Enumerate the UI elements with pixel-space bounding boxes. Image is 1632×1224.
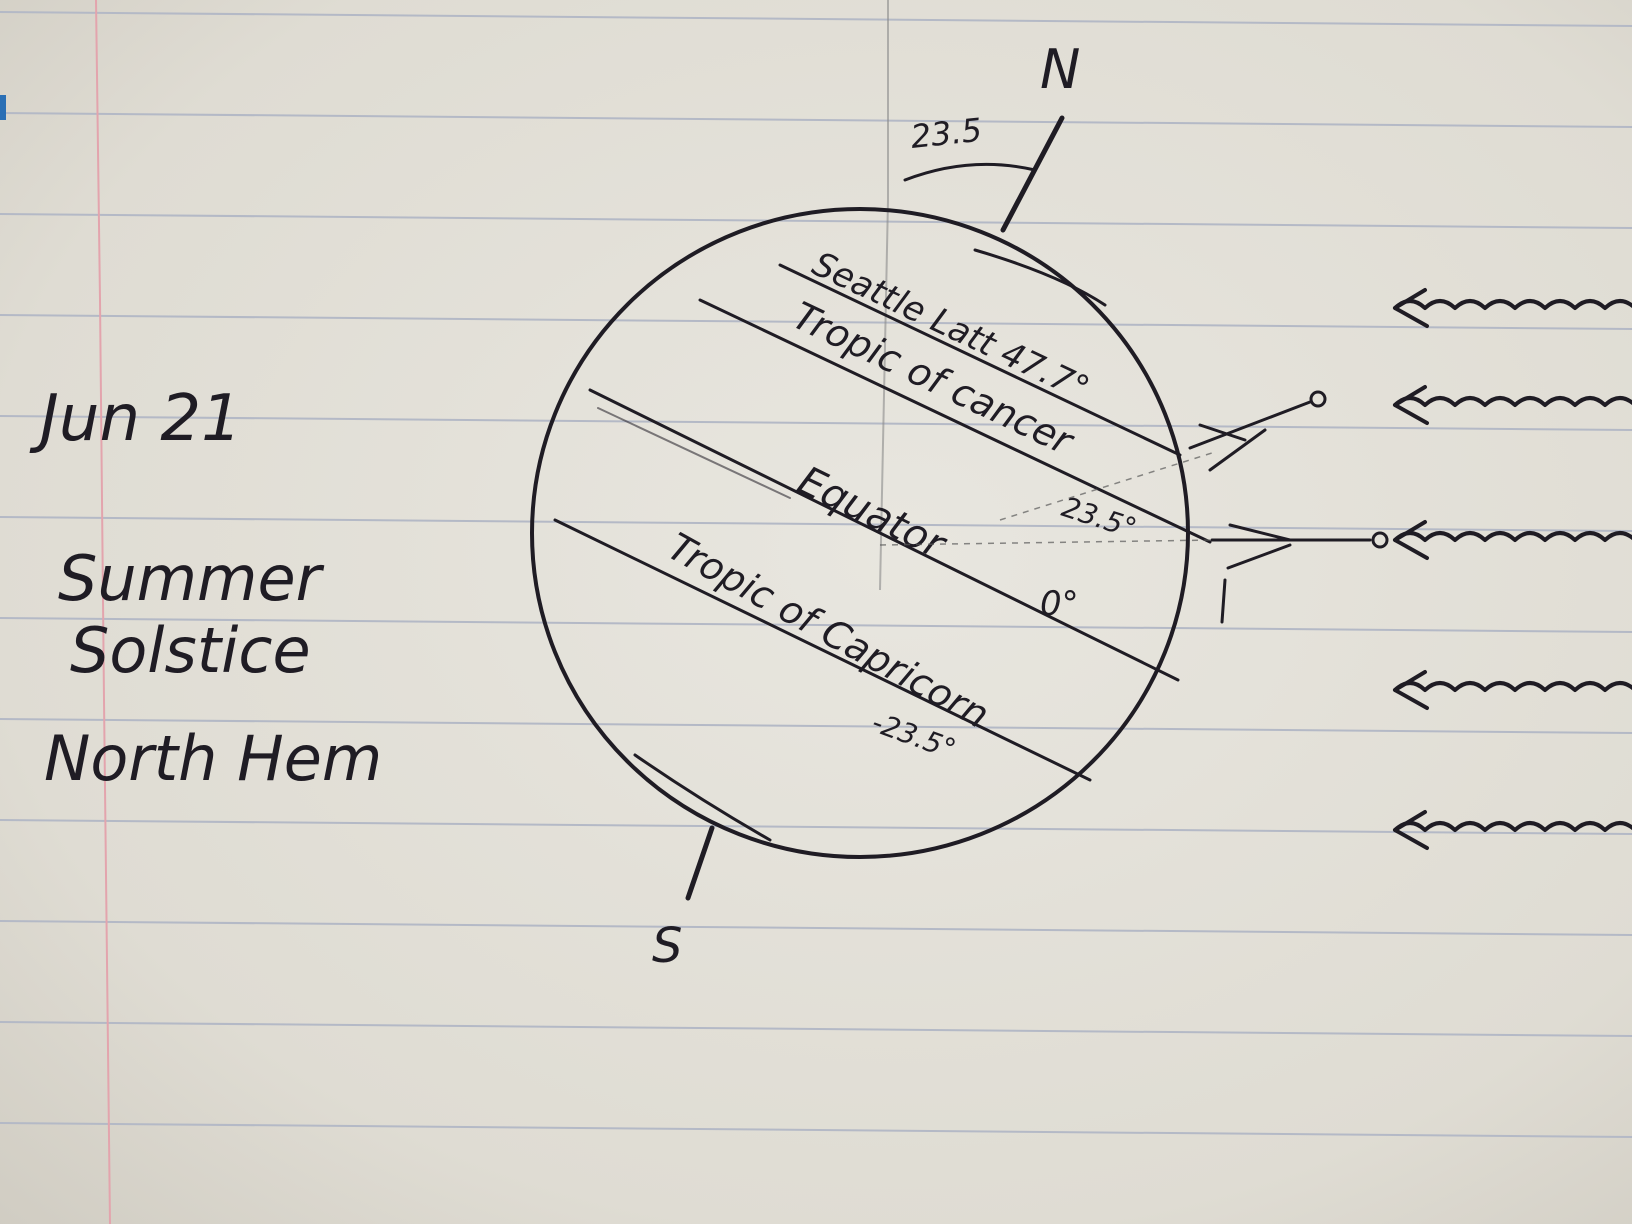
arctic-arc <box>973 248 1107 307</box>
equator-angle-label: 0° <box>1040 584 1079 624</box>
equator-line <box>588 388 1180 682</box>
ruled-line <box>0 718 1632 734</box>
ruled-line <box>0 1021 1632 1037</box>
earth-edge-tick <box>1220 578 1227 624</box>
seattle-surface-ray <box>1188 400 1312 472</box>
antarctic-arc <box>633 753 772 842</box>
ruled-line <box>0 314 1632 330</box>
ruled-line <box>0 112 1632 128</box>
south-axis <box>685 825 715 901</box>
sun-ray-arrow-icon <box>1393 681 1632 692</box>
hemisphere-note: North Hem <box>44 722 382 795</box>
incidence-guide-seattle <box>999 451 1216 521</box>
sun-ray-arrowhead <box>1393 520 1429 560</box>
sun-ray-arrowhead <box>1393 385 1429 425</box>
ruled-lines <box>0 11 1632 1138</box>
tilt-angle-arc <box>903 162 1037 182</box>
equator-line-faint <box>597 407 791 499</box>
ruled-line <box>0 415 1632 431</box>
sun-ray-arrow-icon <box>1393 531 1632 542</box>
sun-ray-arrowhead <box>1393 670 1429 710</box>
seattle-latitude-line <box>778 263 1182 457</box>
sun-ray-arrow-icon <box>1393 299 1632 310</box>
ruled-line <box>0 819 1632 835</box>
ruled-line <box>0 516 1632 532</box>
ruled-line <box>0 1122 1632 1138</box>
north-axis <box>1000 115 1065 233</box>
sun-ray-arrow-icon <box>1393 821 1632 832</box>
event-note-line1: Summer <box>58 542 325 615</box>
seattle-surface-marker <box>1309 390 1327 408</box>
south-pole-label: S <box>652 918 682 974</box>
sun-ray-arrow-icon <box>1393 396 1632 407</box>
cancer-surface-marker <box>1371 531 1389 549</box>
sun-ray-arrowhead <box>1393 810 1429 850</box>
binder-edge-mark <box>0 95 6 120</box>
ruled-line <box>0 920 1632 936</box>
axial-tilt-label: 23.5 <box>909 111 984 156</box>
north-pole-label: N <box>1040 38 1080 101</box>
sun-rays <box>1393 288 1632 850</box>
event-note-line2: Solstice <box>70 614 311 687</box>
vertical-reference-line <box>879 0 889 591</box>
incidence-guide-cancer <box>879 539 1216 546</box>
margin-line <box>95 0 111 1224</box>
tropic-of-capricorn-line <box>553 518 1092 782</box>
ruled-line <box>0 11 1632 27</box>
ruled-line <box>0 213 1632 229</box>
ruled-line <box>0 617 1632 633</box>
cancer-surface-ray <box>1210 523 1372 570</box>
tropic-of-cancer-line <box>698 298 1212 544</box>
sun-ray-arrowhead <box>1393 288 1429 328</box>
date-note: Jun 21 <box>29 382 242 456</box>
